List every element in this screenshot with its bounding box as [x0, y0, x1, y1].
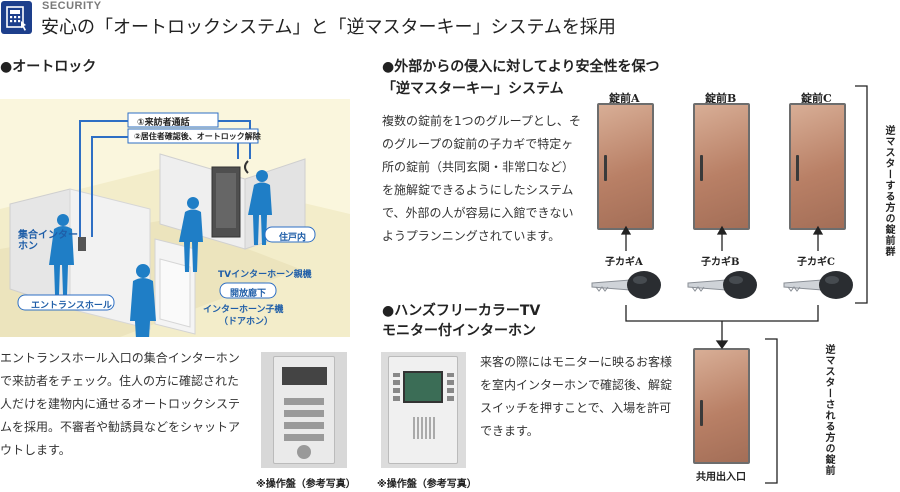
reverse-master-heading-1: ●外部からの侵入に対してより安全性を保つ	[382, 59, 660, 75]
master-bracket	[765, 338, 778, 484]
key-c-icon	[783, 271, 853, 299]
corridor-label: 開放廊下	[230, 289, 267, 299]
lock-c-door	[789, 103, 846, 230]
group-label-bottom: 逆マスターされる方の錠前	[823, 344, 834, 476]
lock-b-label: 錠前B	[705, 92, 737, 105]
tv-intercom-label: TVインターホーン親機	[218, 270, 312, 280]
autolock-illustration: ①来訪者通話 ②居住者確認後、オートロック解除 集合インター ホン エントランス…	[0, 99, 350, 337]
reverse-master-description: 複数の錠前を1つのグループとし、そのグループの錠前の子カギで特定ヶ所の錠前（共同…	[382, 114, 581, 243]
door-phone-label: （ドアホン）	[219, 317, 274, 327]
key-b-icon	[687, 271, 757, 299]
key-a-icon	[591, 271, 661, 299]
autolock-description: エントランスホール入口の集合インターホンで来訪者をチェック。住人の方に確認された…	[0, 351, 241, 457]
handsfree-description: 来客の際にはモニターに映るお客様を室内インターホンで確認後、解錠スイッチを押すこ…	[480, 355, 673, 438]
unit-label: 住戸内	[279, 233, 307, 243]
common-entrance-door	[693, 348, 750, 464]
handsfree-heading-2: モニター付インターホン	[382, 323, 536, 339]
flow-label-2: ②居住者確認後、オートロック解除	[134, 132, 261, 141]
lock-b-door	[693, 103, 750, 230]
key-connector-diagram	[620, 225, 824, 350]
intercom-label: 集合インター ホン	[18, 230, 78, 252]
key-c-label: 子カギC	[797, 257, 835, 268]
group-label-top: 逆マスターする方の錠前群	[883, 125, 894, 257]
lock-a-door	[597, 103, 654, 230]
monitor-intercom-photo	[381, 352, 466, 468]
entrance-hall-label: エントランスホール	[31, 301, 112, 311]
photo-caption-2: ※操作盤（参考写真）	[377, 479, 477, 490]
autolock-heading: ●オートロック	[0, 59, 97, 75]
reverse-master-heading-2: 「逆マスターキー」システム	[382, 81, 564, 97]
section-label: SECURITY	[42, 0, 102, 12]
control-panel-photo	[261, 352, 347, 468]
page-title: 安心の「オートロックシステム」と「逆マスターキー」システムを採用	[41, 17, 616, 38]
handsfree-heading-1: ●ハンズフリーカラーTV	[382, 303, 541, 319]
lock-a-label: 錠前A	[609, 92, 640, 105]
security-icon	[1, 1, 32, 34]
group-brackets	[855, 85, 868, 304]
photo-caption-1: ※操作盤（参考写真）	[256, 479, 356, 490]
key-a-label: 子カギA	[605, 257, 643, 268]
key-b-label: 子カギB	[701, 257, 740, 268]
sub-unit-label: インターホーン子機	[203, 305, 284, 315]
lock-c-label: 錠前C	[801, 92, 832, 105]
common-entrance-label: 共用出入口	[696, 472, 746, 483]
flow-label-1: ①来訪者通話	[137, 118, 190, 128]
